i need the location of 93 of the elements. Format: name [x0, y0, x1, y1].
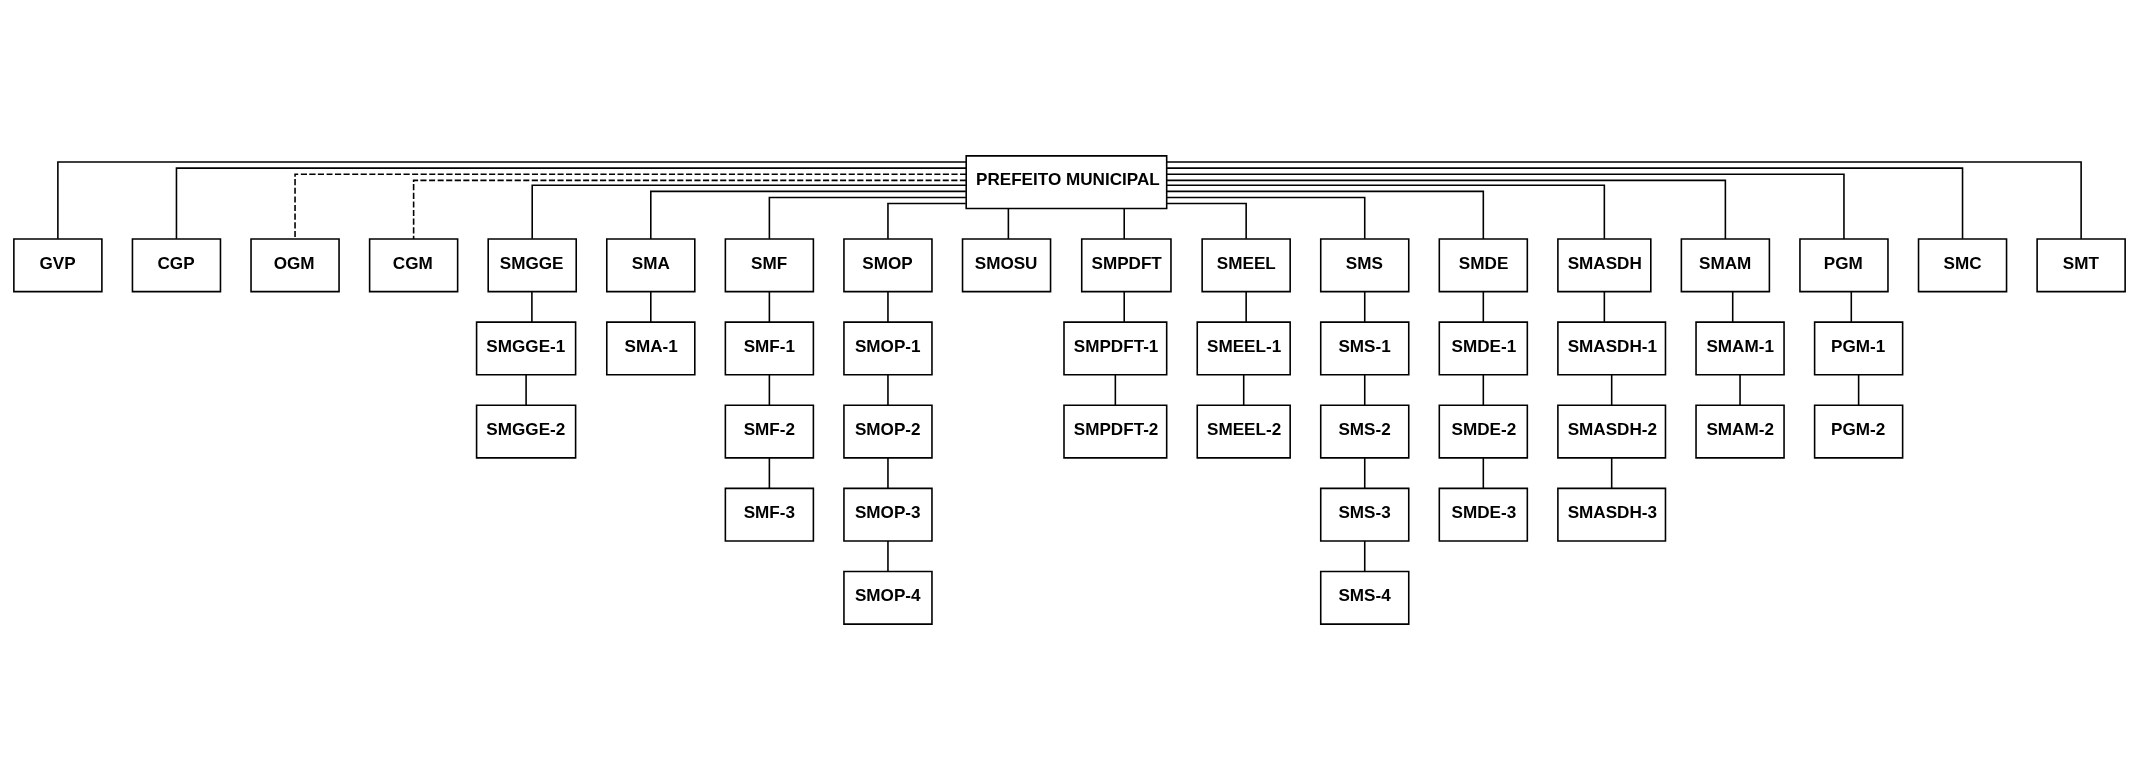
connector: [1610, 456, 1613, 489]
node-box: PGM-2: [1813, 404, 1904, 459]
node-box: SMASDH-1: [1557, 320, 1667, 375]
connector: [531, 183, 967, 239]
node-box: SMS-4: [1319, 570, 1410, 625]
connector: [1482, 373, 1485, 406]
node-box: OGM: [250, 237, 340, 292]
connector: [1166, 202, 1247, 240]
node-box: SMDE-3: [1438, 487, 1529, 542]
node-box: SMASDH-2: [1557, 404, 1667, 459]
connector: [1739, 373, 1741, 406]
connector: [768, 373, 771, 406]
node-box: SMPDFT: [1080, 237, 1172, 292]
node-box: CGM: [368, 237, 459, 292]
node-box: SMOP-4: [843, 570, 933, 625]
connector: [768, 456, 771, 489]
node-box: SMPDFT-1: [1063, 320, 1168, 375]
connector: [1166, 160, 2082, 239]
connector: [1363, 373, 1366, 406]
node-box: SMT: [2036, 237, 2126, 292]
node-box: SMA-1: [606, 320, 696, 375]
node-box: SMOP-3: [843, 487, 933, 542]
node-box: SMEEL-2: [1196, 404, 1291, 459]
connector: [412, 179, 967, 240]
connector: [1242, 373, 1245, 406]
connector: [768, 196, 967, 240]
node-box: SMGGE: [487, 237, 577, 292]
node-box: SMS-2: [1319, 404, 1410, 459]
node-box: SMDE-2: [1438, 404, 1529, 459]
connector: [1166, 179, 1727, 240]
connector: [1363, 456, 1366, 489]
node-box: SMAM-2: [1695, 404, 1785, 459]
node-box: SMAM-1: [1695, 320, 1785, 375]
node-box: SMS-1: [1319, 320, 1410, 375]
node-box: SMEEL-1: [1196, 320, 1291, 375]
connector: [887, 290, 889, 323]
node-box: SMPDFT-2: [1063, 404, 1168, 459]
node-box: SMA: [606, 237, 696, 292]
node-box: PREFEITO MUNICIPAL: [965, 154, 1168, 209]
connector: [525, 373, 527, 406]
connector: [1166, 196, 1366, 240]
node-box: SMOP-2: [843, 404, 933, 459]
node-box: SMAM: [1680, 237, 1771, 292]
connector: [768, 290, 771, 323]
node-box: SMASDH-3: [1557, 487, 1667, 542]
connector: [1850, 290, 1853, 323]
node-box: GVP: [13, 237, 103, 292]
node-box: SMS-3: [1319, 487, 1410, 542]
node-box: PGM-1: [1813, 320, 1904, 375]
connector: [650, 190, 967, 240]
node-box: SMGGE-2: [475, 404, 577, 459]
connector: [1363, 290, 1366, 323]
node-box: CGP: [131, 237, 222, 292]
node-box: SMOSU: [961, 237, 1052, 292]
node-box: SMEEL: [1201, 237, 1291, 292]
node-box: SMOP: [843, 237, 933, 292]
connector: [1731, 290, 1734, 323]
connector: [887, 373, 889, 406]
connector: [1123, 207, 1125, 240]
node-box: SMF-1: [724, 320, 815, 375]
node-box: SMASDH: [1557, 237, 1652, 292]
node-box: SMDE-1: [1438, 320, 1529, 375]
connector: [531, 290, 533, 323]
connector: [1610, 373, 1613, 406]
node-box: SMDE: [1438, 237, 1529, 292]
connector: [1166, 183, 1606, 239]
connector: [1114, 373, 1117, 406]
connector: [887, 456, 889, 489]
node-box: SMF-3: [724, 487, 815, 542]
connector: [1166, 172, 1845, 240]
connector: [1007, 207, 1010, 240]
connector: [1482, 456, 1485, 489]
connector: [650, 290, 652, 323]
connector: [294, 172, 967, 240]
connector: [175, 166, 967, 240]
connector: [1857, 373, 1860, 406]
node-box: SMC: [1917, 237, 2008, 292]
connector: [1123, 290, 1125, 323]
connector: [1482, 290, 1485, 323]
connector: [1166, 166, 1964, 240]
node-box: SMOP-1: [843, 320, 933, 375]
node-box: SMF: [724, 237, 815, 292]
connector: [1245, 290, 1247, 323]
node-box: SMS: [1319, 237, 1410, 292]
connector: [887, 539, 889, 572]
node-box: PGM: [1799, 237, 1889, 292]
connector: [1363, 539, 1366, 572]
node-box: SMGGE-1: [475, 320, 577, 375]
connector: [887, 202, 967, 240]
connector: [1166, 190, 1485, 240]
connector: [1603, 290, 1606, 323]
node-box: SMF-2: [724, 404, 815, 459]
connector: [57, 160, 967, 239]
